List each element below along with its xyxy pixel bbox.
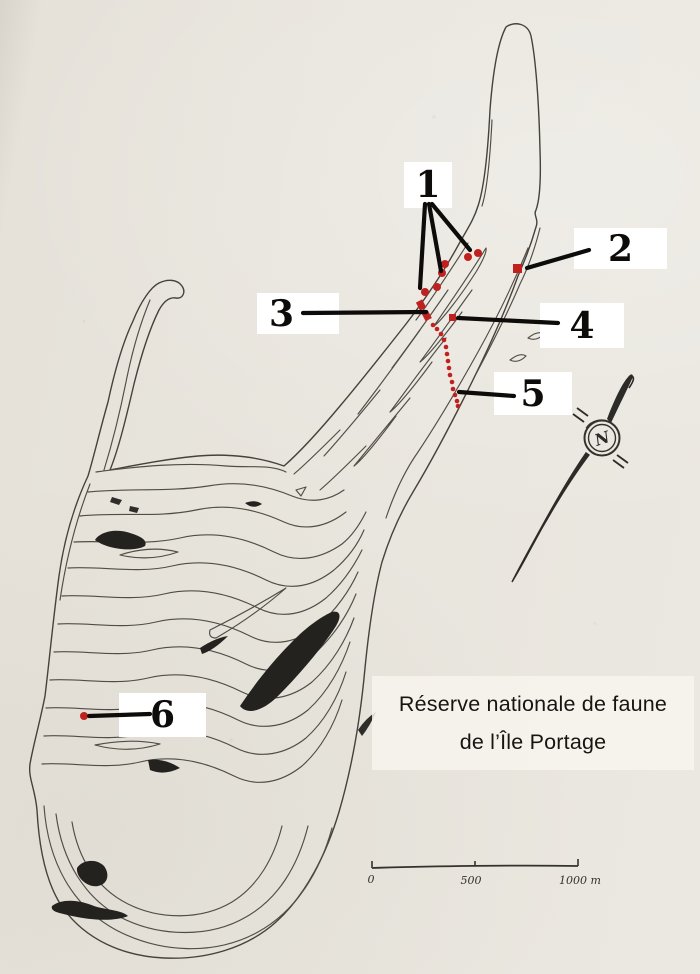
trail-dot — [449, 379, 455, 385]
trail-dot — [438, 331, 444, 337]
map-title-line1: Réserve nationale de faune — [398, 691, 668, 716]
compass-needle-north — [607, 374, 633, 423]
map-title-panel: Réserve nationale de faune de l’Île Port… — [372, 676, 694, 770]
compass-n-letter: N — [591, 427, 613, 450]
marker-dot — [433, 283, 441, 291]
map-title-line2: de l’Île Portage — [459, 729, 607, 754]
marker-dot — [80, 712, 88, 720]
marker-square — [513, 264, 522, 273]
map-label-4: 4 — [540, 303, 624, 348]
trail-dot — [455, 403, 461, 409]
trail-dot — [430, 322, 436, 328]
trail-dot — [443, 344, 449, 350]
map-label-3: 3 — [257, 293, 339, 334]
marker-dot — [441, 260, 449, 268]
marker-dot — [421, 288, 429, 296]
marker-square — [449, 314, 456, 321]
marker-dot — [474, 249, 482, 257]
trail-dot — [445, 358, 451, 364]
trail-dot — [454, 398, 460, 404]
map-label-2: 2 — [574, 228, 667, 269]
trail-dot — [452, 392, 458, 398]
scale-tick-1000: 1000 m — [559, 874, 601, 887]
marker-dot — [438, 269, 446, 277]
trail-dot — [434, 326, 440, 332]
trail-dot — [450, 386, 456, 392]
trail-dot — [444, 351, 450, 357]
map-label-1: 1 — [404, 162, 452, 208]
trail-dot — [447, 372, 453, 378]
scale-tick-500: 500 — [461, 874, 482, 887]
trail-dot — [441, 337, 447, 343]
trail-dot — [446, 365, 452, 371]
compass-needle-south — [511, 452, 591, 583]
marker-dot — [464, 253, 472, 261]
scale-tick-0: 0 — [368, 873, 375, 886]
marker-bar — [415, 299, 434, 324]
map-label-6: 6 — [119, 693, 206, 737]
compass-rose: N — [511, 374, 635, 583]
neck-ridge-lines — [293, 242, 545, 497]
map-label-5: 5 — [494, 372, 572, 415]
lakes — [51, 497, 376, 920]
scale-bar: 0 500 1000 m — [368, 859, 601, 887]
